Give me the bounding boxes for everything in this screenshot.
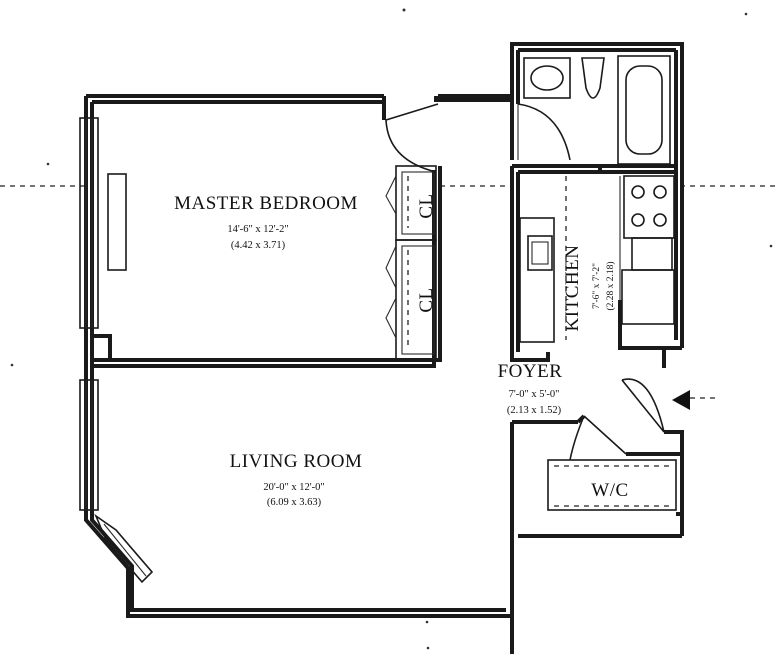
entry-arrow-icon xyxy=(672,390,690,410)
closet-upper-label: CL xyxy=(416,193,437,218)
interior-walls xyxy=(92,96,676,424)
doors xyxy=(385,103,665,461)
exterior-walls xyxy=(84,42,684,654)
windows xyxy=(79,117,154,584)
foyer-dim-metric: (2.13 x 1.52) xyxy=(507,405,562,416)
living-room-name: LIVING ROOM xyxy=(230,451,363,472)
bathroom-fixtures xyxy=(523,55,671,165)
master-bedroom-dim-imperial: 14'-6" x 12'-2" xyxy=(227,224,288,235)
living-room-dim-imperial: 20'-0" x 12'-0" xyxy=(263,482,324,493)
foyer-name: FOYER xyxy=(498,361,563,382)
wc-closet xyxy=(547,459,677,511)
scan-marks xyxy=(0,8,780,650)
closet-lower-label: CL xyxy=(416,287,437,312)
master-bedroom-dim-metric: (4.42 x 3.71) xyxy=(231,240,286,251)
living-room-dim-metric: (6.09 x 3.63) xyxy=(267,497,322,508)
closets xyxy=(385,165,437,361)
wc-label: W/C xyxy=(591,480,628,501)
master-bedroom-name: MASTER BEDROOM xyxy=(174,193,358,214)
kitchen-dim-imperial: 7'-6" x 7'-2" xyxy=(592,263,602,309)
kitchen-name: KITCHEN xyxy=(562,245,583,332)
foyer-dim-imperial: 7'-0" x 5'-0" xyxy=(509,389,560,400)
kitchen-fixtures xyxy=(519,175,675,343)
room-labels: MASTER BEDROOM 14'-6" x 12'-2" (4.42 x 3… xyxy=(174,193,628,508)
kitchen-dim-metric: (2.28 x 2.18) xyxy=(605,261,616,310)
